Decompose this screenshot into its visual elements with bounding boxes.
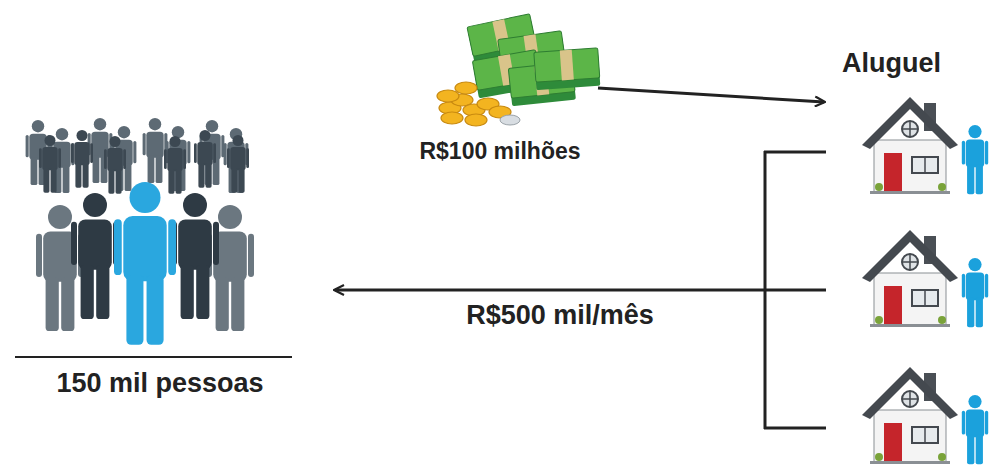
coin <box>500 115 520 125</box>
person-icon <box>104 136 126 194</box>
person-icon <box>227 135 249 193</box>
money-illustration <box>437 14 600 126</box>
person-icon <box>224 128 249 193</box>
underline <box>15 356 292 358</box>
coin <box>465 114 487 126</box>
coin <box>437 90 459 102</box>
bracket-stub <box>764 151 826 154</box>
house-icon <box>862 97 988 194</box>
person-icon <box>164 136 186 194</box>
person-icon <box>194 130 216 188</box>
person-icon <box>36 205 84 331</box>
person-icon <box>39 135 61 193</box>
person-icon <box>71 130 93 188</box>
node-label: 150 mil pessoas <box>56 368 263 399</box>
rent-node: Aluguel <box>828 48 988 464</box>
person-icon <box>71 193 119 319</box>
flow-arrow <box>335 289 826 292</box>
flow-arrow <box>598 88 824 102</box>
person-icon <box>962 125 988 194</box>
house-icon <box>862 367 988 464</box>
person-icon <box>962 258 988 327</box>
person-icon <box>171 193 219 319</box>
house-icon <box>862 230 988 327</box>
person-icon <box>962 395 988 464</box>
person-icon <box>206 205 254 331</box>
coin <box>455 82 477 94</box>
bracket-stub <box>764 427 826 430</box>
node-label: R$100 milhões <box>419 138 580 165</box>
person-icon <box>114 182 176 345</box>
crowd-node: 150 mil pessoas <box>5 110 335 410</box>
money-node: R$100 milhões <box>400 12 600 177</box>
crowd-illustration <box>26 118 254 345</box>
banknote-stack <box>534 48 600 90</box>
coin <box>441 112 463 124</box>
person-icon <box>143 118 168 183</box>
flow-label: R$500 mil/mês <box>462 300 658 331</box>
node-label: Aluguel <box>842 48 941 79</box>
houses-illustration <box>862 97 988 464</box>
